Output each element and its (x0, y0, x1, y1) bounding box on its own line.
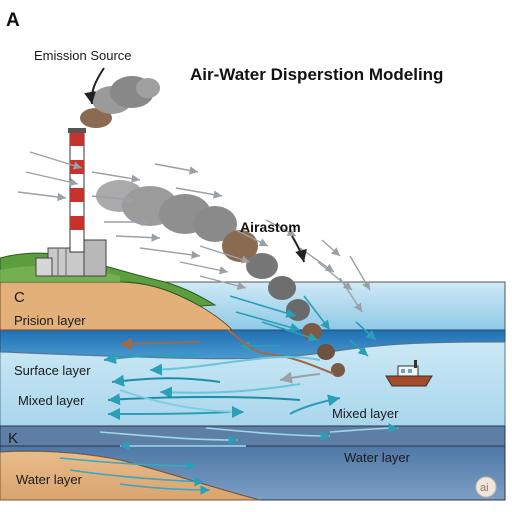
label-k: K (8, 430, 18, 447)
emission-callout-arrow (84, 67, 105, 105)
label-mixed-layer-left: Mixed layer (18, 393, 85, 408)
label-c: C (14, 289, 25, 306)
deep-water-arrows (59, 423, 399, 495)
label-water-layer-right: Water layer (344, 450, 411, 465)
surface-water-arrows (229, 295, 377, 357)
smoke-plume-icon (80, 76, 345, 377)
page-title: Air-Water Disperstion Modeling (190, 65, 443, 84)
label-emission-source: Emission Source (34, 48, 132, 63)
air-arrows (17, 151, 371, 313)
label-surface-layer: Surface layer (14, 363, 91, 378)
label-airastom: Airastom (240, 219, 301, 235)
label-water-layer-left: Water layer (16, 472, 83, 487)
panel-letter: A (6, 10, 20, 31)
mixed-layer-arrows (103, 352, 341, 420)
ai-badge: ai (475, 476, 497, 498)
water-column (0, 281, 506, 501)
runoff-path (119, 329, 335, 375)
boat-icon (385, 360, 433, 387)
label-prision-layer: Prision layer (14, 313, 86, 328)
seabed (0, 450, 261, 501)
airastom-callout-arrow (291, 235, 307, 263)
label-mixed-layer-right: Mixed layer (332, 406, 399, 421)
smokestack-icon (68, 128, 86, 253)
svg-text:ai: ai (480, 482, 489, 494)
k-layer-band (0, 425, 506, 447)
